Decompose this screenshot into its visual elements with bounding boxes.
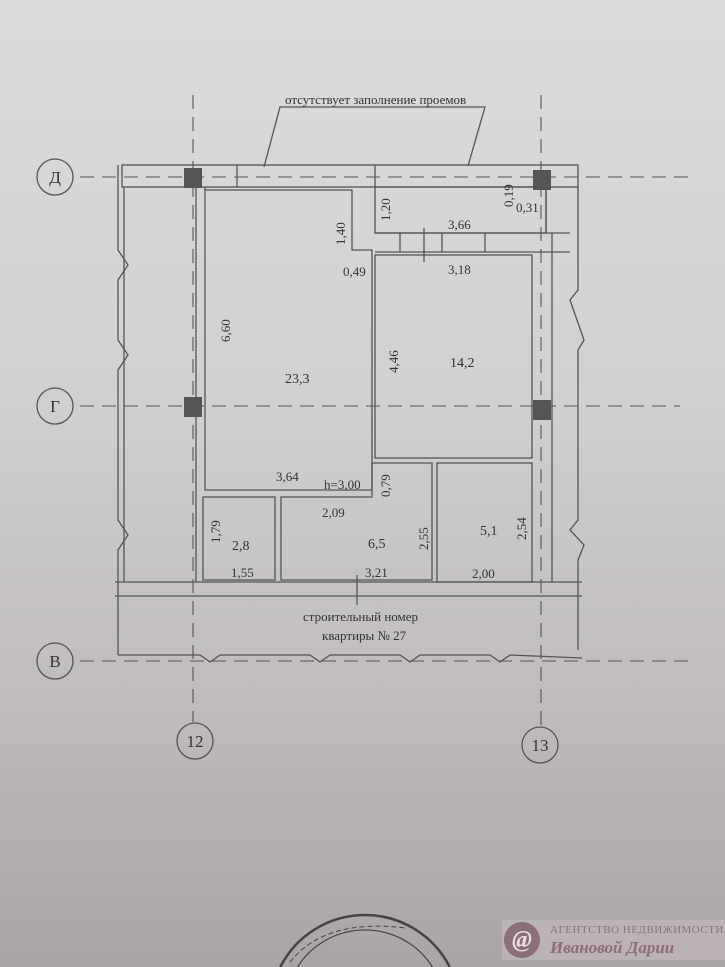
room-hall: [280, 462, 433, 581]
axis-label-12: 12: [187, 732, 204, 751]
note-leader: [263, 106, 486, 168]
room-bath: [202, 496, 276, 581]
dim-1-40: 1,40: [333, 222, 348, 245]
column: [184, 397, 202, 417]
dim-0-49: 0,49: [343, 264, 366, 279]
axis-bubble-12: [176, 722, 214, 760]
watermark-line2: Ивановой Дарии: [550, 938, 675, 957]
room-living: [204, 189, 373, 491]
area-bedroom: 14,2: [450, 356, 475, 371]
dim-2-09: 2,09: [322, 505, 345, 520]
dim-3-18: 3,18: [448, 262, 471, 277]
axis-label-v: В: [49, 652, 60, 671]
dim-2-00: 2,00: [472, 566, 495, 581]
dim-0-31: 0,31: [516, 200, 539, 215]
room-kitchen: [436, 462, 533, 583]
dim-0-79: 0,79: [378, 474, 393, 497]
room-balcony: [374, 186, 547, 234]
dim-3-64: 3,64: [276, 469, 299, 484]
dim-0-19: 0,19: [501, 184, 516, 207]
official-stamp: [279, 913, 451, 967]
note-missing-openings: отсутствует заполнение проемов: [285, 92, 466, 107]
axis-bubble-v: [36, 642, 74, 680]
dim-1-20: 1,20: [378, 198, 393, 221]
ceiling-height: h=3,00: [324, 477, 361, 492]
axis-bubble-g: [36, 387, 74, 425]
room-bedroom: [374, 254, 533, 459]
column: [184, 168, 202, 188]
agency-watermark: @ АГЕНТСТВО НЕДВИЖИМОСТИ Ивановой Дарии: [502, 920, 725, 960]
area-hall: 6,5: [368, 537, 386, 552]
dim-3-21: 3,21: [365, 565, 388, 580]
watermark-line1: АГЕНТСТВО НЕДВИЖИМОСТИ: [550, 924, 724, 936]
dim-3-66: 3,66: [448, 217, 471, 232]
apartment-label-line1: строительный номер: [303, 609, 418, 624]
area-bath: 2,8: [232, 539, 250, 554]
dim-2-55: 2,55: [416, 527, 431, 550]
dim-1-79: 1,79: [208, 520, 223, 543]
area-kitchen: 5,1: [480, 524, 498, 539]
dim-1-55: 1,55: [231, 565, 254, 580]
axis-bubble-d: [36, 158, 74, 196]
axis-label-d: Д: [49, 168, 61, 187]
axis-label-g: Г: [50, 397, 60, 416]
column: [533, 400, 551, 420]
dim-2-54: 2,54: [514, 517, 529, 540]
agency-logo-icon: @: [504, 922, 540, 958]
axis-bubble-13: [521, 726, 559, 764]
dim-6-60: 6,60: [218, 319, 233, 342]
dim-4-46: 4,46: [386, 350, 401, 373]
axis-label-13: 13: [532, 736, 549, 755]
column: [533, 170, 551, 190]
apartment-label-line2: квартиры № 27: [322, 628, 407, 643]
area-living: 23,3: [285, 372, 310, 387]
